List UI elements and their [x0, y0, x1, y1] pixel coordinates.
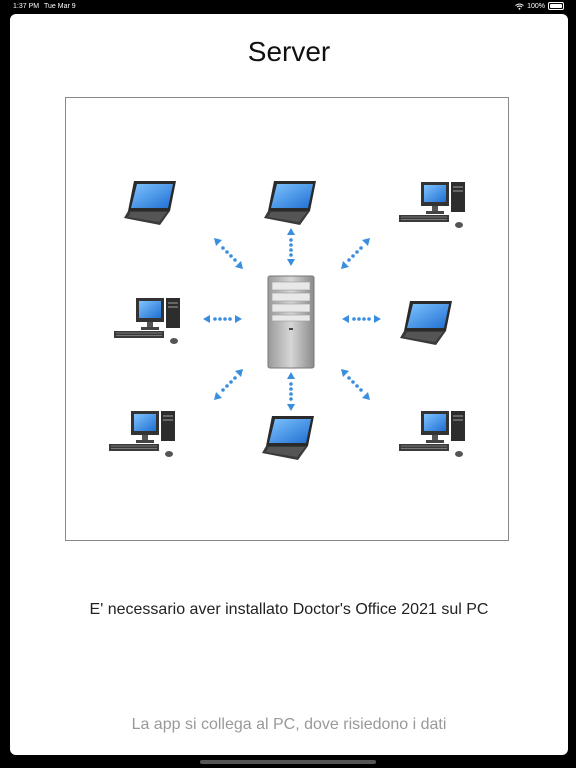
- home-indicator[interactable]: [200, 760, 376, 764]
- laptop-icon: [400, 301, 452, 345]
- network-illustration: [109, 181, 465, 460]
- footer-text: La app si collega al PC, dove risiedono …: [131, 716, 447, 733]
- laptop-icon: [262, 416, 314, 460]
- double-arrow-icon: [214, 369, 243, 400]
- server-tower-icon: [267, 275, 315, 369]
- double-arrow-icon: [341, 369, 370, 400]
- battery-icon: [548, 2, 564, 10]
- desktop-computer-icon: [399, 411, 465, 457]
- desktop-computer-icon: [109, 411, 175, 457]
- double-arrow-icon: [287, 228, 295, 266]
- laptop-icon: [124, 181, 176, 225]
- double-arrow-icon: [341, 238, 370, 269]
- status-right: 100%: [515, 2, 564, 10]
- page-title: Server: [247, 36, 331, 67]
- double-arrow-icon: [203, 315, 242, 323]
- connection-arrows: [203, 228, 381, 411]
- desktop-computer-icon: [114, 298, 180, 344]
- desktop-computer-icon: [399, 182, 465, 228]
- status-bar: 1:37 PM Tue Mar 9 100%: [0, 0, 576, 14]
- double-arrow-icon: [214, 238, 243, 269]
- network-diagram: [65, 97, 509, 541]
- double-arrow-icon: [287, 372, 295, 411]
- status-time: 1:37 PM: [13, 3, 40, 10]
- laptop-icon: [264, 181, 316, 225]
- status-date: Tue Mar 9: [44, 3, 76, 10]
- double-arrow-icon: [342, 315, 381, 323]
- battery-percent: 100%: [527, 2, 545, 10]
- requirement-text: E' necessario aver installato Doctor's O…: [89, 601, 489, 618]
- wifi-icon: [515, 3, 524, 10]
- server-sheet: Server: [10, 14, 568, 755]
